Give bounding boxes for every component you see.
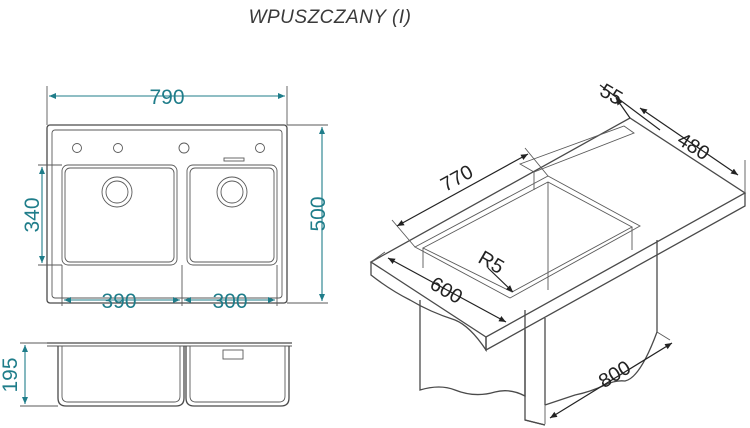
length-label: 770 bbox=[437, 161, 477, 196]
cabinet-dimension-line bbox=[549, 342, 673, 419]
width-label: 790 bbox=[149, 86, 184, 109]
countertop-side-edge bbox=[485, 193, 746, 352]
tap-hole bbox=[255, 143, 265, 153]
top-view: 790 500 340 390 300 bbox=[21, 86, 330, 313]
right-bowl-label: 300 bbox=[212, 290, 247, 313]
extension-line bbox=[656, 331, 671, 341]
overflow-slot bbox=[223, 157, 245, 162]
isometric-view: 55 480 770 R5 600 800 bbox=[369, 80, 747, 426]
left-bowl-inner bbox=[64, 167, 175, 263]
cabinet-front-left bbox=[419, 300, 526, 398]
cabinet-panel bbox=[524, 318, 546, 426]
lip-arrow bbox=[615, 97, 631, 119]
height-label: 500 bbox=[307, 196, 330, 231]
left-bowl bbox=[61, 164, 178, 266]
tap-hole bbox=[178, 142, 190, 154]
width-dimension-line-iso bbox=[387, 257, 507, 323]
right-bowl-inner bbox=[189, 167, 275, 263]
side-view: 195 bbox=[0, 342, 292, 407]
right-drain-icon bbox=[216, 176, 248, 208]
extension-line bbox=[391, 219, 416, 248]
sink-outline bbox=[46, 124, 288, 304]
radius-label: R5 bbox=[474, 247, 507, 279]
cabinet-base bbox=[524, 419, 546, 426]
left-bowl-profile-inner bbox=[61, 346, 181, 403]
depth-dimension-line-iso bbox=[639, 107, 739, 176]
extension-line bbox=[370, 251, 386, 263]
right-drain-inner bbox=[220, 180, 244, 204]
countertop-front-edge bbox=[370, 262, 487, 353]
right-bowl-profile-inner bbox=[189, 346, 286, 403]
sink-cutout-inner bbox=[422, 181, 633, 293]
length-dimension-line bbox=[396, 153, 529, 227]
left-bowl-label: 390 bbox=[101, 290, 136, 313]
bowl-height-label: 340 bbox=[21, 197, 44, 232]
back-rim bbox=[518, 125, 635, 173]
right-bowl-profile bbox=[185, 346, 290, 407]
overflow-slot bbox=[222, 349, 244, 360]
tap-hole bbox=[113, 143, 123, 153]
iso-width-label: 600 bbox=[426, 273, 466, 309]
left-bowl-profile bbox=[57, 346, 185, 407]
extension-line bbox=[524, 147, 549, 177]
depth-label: 195 bbox=[0, 357, 22, 392]
left-drain-inner bbox=[105, 180, 129, 204]
right-bowl bbox=[186, 164, 278, 266]
tap-hole bbox=[72, 143, 82, 153]
left-drain-icon bbox=[101, 176, 133, 208]
drawing-title: WPUSZCZANY (I) bbox=[249, 7, 412, 28]
sink-inner-outline bbox=[51, 129, 283, 299]
